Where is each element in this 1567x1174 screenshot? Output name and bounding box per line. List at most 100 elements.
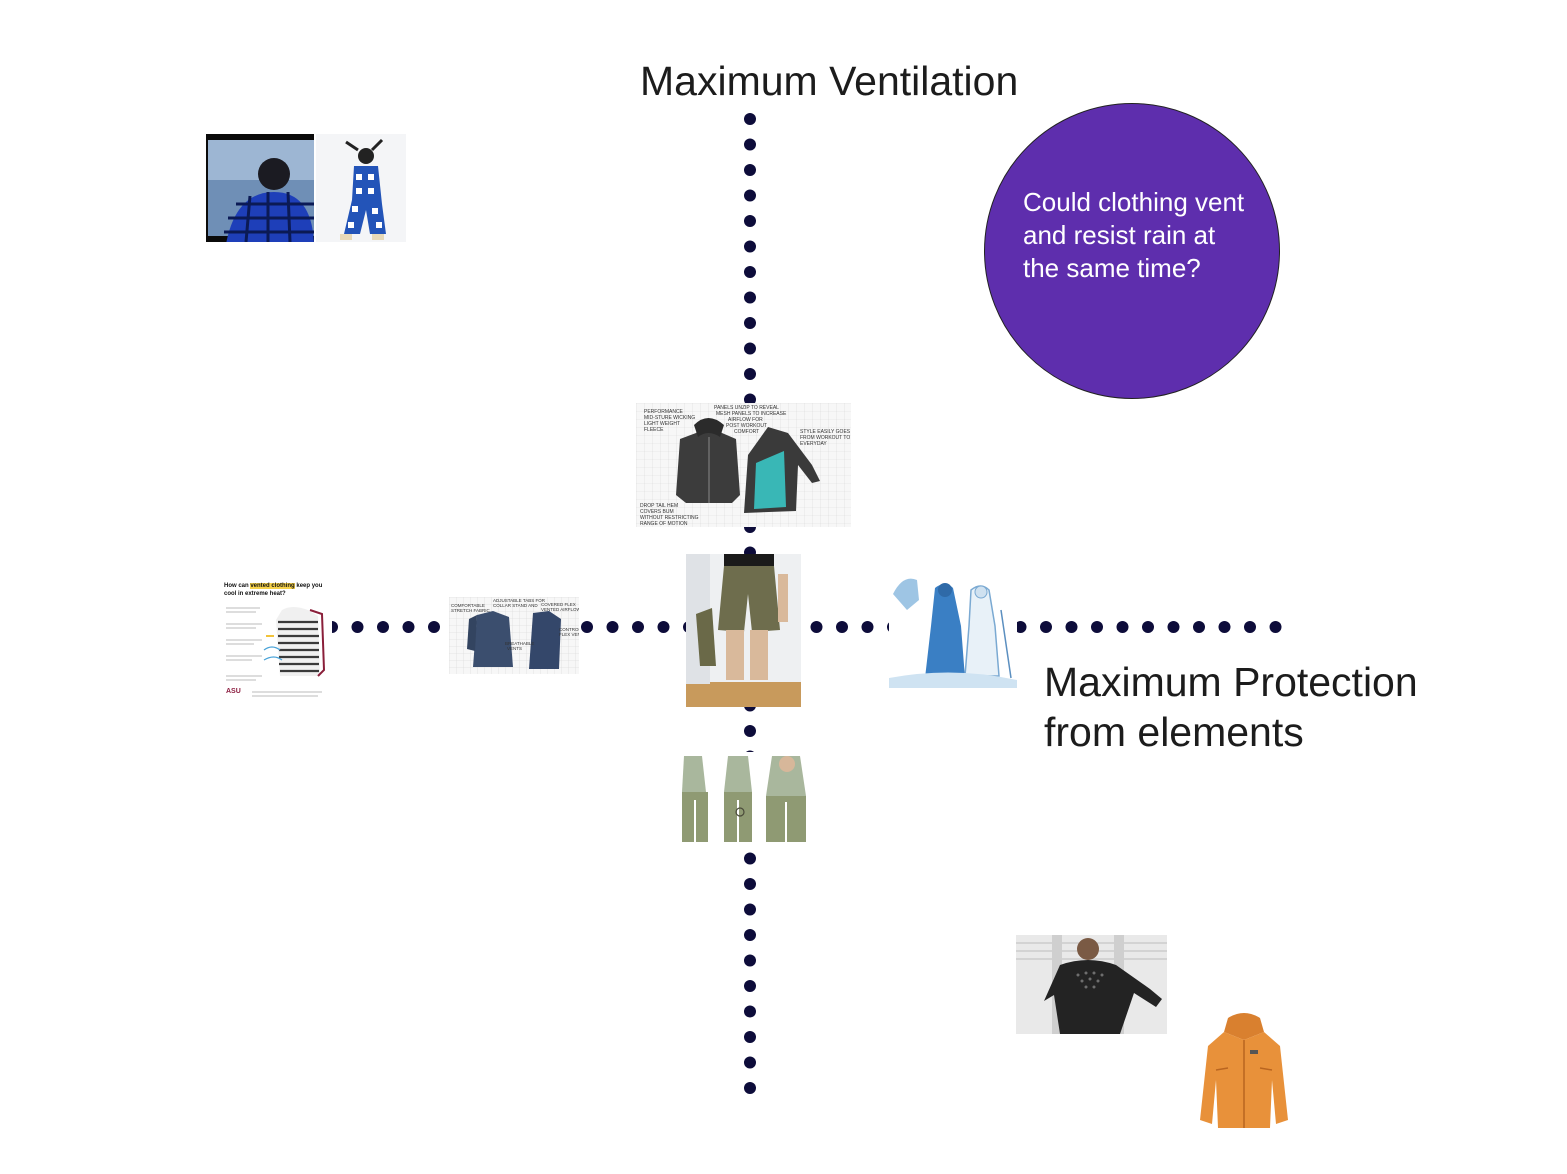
svg-text:WITHOUT RESTRICTING: WITHOUT RESTRICTING [640, 515, 699, 521]
vertical-axis-dot [744, 266, 756, 278]
svg-text:FROM WORKOUT TO: FROM WORKOUT TO [800, 435, 850, 441]
horizontal-axis-dot [402, 621, 415, 633]
infographic-figure [226, 607, 326, 697]
svg-text:FLEX VENTS: FLEX VENTS [559, 632, 579, 637]
infographic-logo: ASU [226, 688, 241, 695]
orange-rain-jacket-photo [1198, 1010, 1290, 1133]
horizontal-axis-label: Maximum Protection from elements [1044, 657, 1418, 757]
horizontal-axis-dot [1091, 621, 1103, 633]
vertical-axis-dot [744, 1056, 756, 1069]
vented-wetsuit-back-photo [1016, 935, 1167, 1034]
horizontal-axis-dot [1116, 621, 1129, 633]
svg-text:COLLAR STAND AND: COLLAR STAND AND [493, 603, 538, 608]
horizontal-axis-dot [1065, 621, 1078, 633]
bedouin-robes-illustration [889, 570, 1017, 688]
vertical-axis-dot [744, 393, 756, 406]
horizontal-axis-label-line1: Maximum Protection [1044, 659, 1418, 705]
horizontal-axis-dot [1193, 621, 1205, 633]
vertical-axis-dot [744, 878, 756, 890]
callout-text: Could clothing vent and resist rain at t… [1023, 187, 1245, 283]
vertical-axis-dot [744, 725, 756, 737]
infographic-title-post: keep you cool in extreme heat? [224, 583, 323, 597]
svg-text:COMFORTABLE: COMFORTABLE [451, 603, 485, 608]
svg-text:EVERYDAY: EVERYDAY [800, 441, 827, 447]
vertical-axis-dot [744, 291, 756, 304]
infographic-title-highlight: vented clothing [250, 583, 295, 589]
vertical-axis-dot [744, 215, 756, 227]
horizontal-axis-dot [1167, 621, 1180, 633]
vertical-axis-dot [744, 954, 756, 967]
vertical-axis-dot [744, 138, 756, 151]
horizontal-axis-dot [1040, 621, 1052, 633]
vertical-axis-dot [744, 189, 756, 202]
svg-text:COVERS BUM: COVERS BUM [640, 509, 674, 515]
horizontal-axis-dot [1244, 621, 1256, 633]
khaki-outfit-three-views-photo [676, 752, 816, 843]
horizontal-axis-dot [861, 621, 874, 633]
vertical-axis-dot [744, 1082, 756, 1094]
horizontal-axis-dot [1269, 621, 1282, 633]
vertical-axis-dot [744, 164, 756, 176]
vertical-axis-dot [744, 113, 756, 125]
vertical-axis-dot [744, 368, 756, 380]
vertical-axis-dot [744, 342, 756, 355]
wetsuit-illustration [1016, 935, 1167, 1034]
vertical-axis-dot [744, 980, 756, 992]
vertical-axis-dot [744, 852, 756, 865]
svg-text:MESH PANELS TO INCREASE: MESH PANELS TO INCREASE [716, 411, 787, 417]
svg-text:POST WORKOUT: POST WORKOUT [726, 423, 767, 429]
horizontal-axis-dot [657, 621, 670, 633]
svg-text:VENTED AIRFLOW: VENTED AIRFLOW [541, 607, 579, 612]
svg-text:RANGE OF MOTION: RANGE OF MOTION [640, 521, 688, 527]
horizontal-axis-dot [1142, 621, 1154, 633]
horizontal-axis-dot [581, 621, 593, 633]
vertical-axis-dot [744, 240, 756, 253]
horizontal-axis-dot [428, 621, 440, 633]
svg-text:COVERED FLEX: COVERED FLEX [541, 602, 576, 607]
svg-text:BREATHABLE: BREATHABLE [505, 641, 534, 646]
svg-text:COMFORT: COMFORT [734, 429, 759, 435]
horizontal-axis-dot [377, 621, 389, 633]
svg-text:STRETCH FABRIC: STRETCH FABRIC [451, 608, 491, 613]
vertical-axis-dot [744, 317, 756, 329]
rain-jacket-illustration [1198, 1010, 1290, 1133]
vertical-axis-dot [744, 929, 756, 941]
svg-text:STYLE EASILY GOES: STYLE EASILY GOES [800, 429, 851, 435]
svg-text:LIGHT WEIGHT: LIGHT WEIGHT [644, 421, 680, 427]
svg-text:ADJUSTABLE TABS FOR: ADJUSTABLE TABS FOR [493, 598, 546, 603]
svg-text:FLEECE: FLEECE [644, 427, 664, 433]
horizontal-axis-dot [836, 621, 848, 633]
infographic-title: How can vented clothing keep you cool in… [224, 582, 328, 598]
khaki-outfit-illustration [676, 752, 816, 843]
svg-text:MID-STURE WICKING: MID-STURE WICKING [644, 415, 695, 421]
svg-text:DROP TAIL HEM: DROP TAIL HEM [640, 503, 678, 509]
vertical-axis-dot [744, 1005, 756, 1018]
vertical-axis-dot [744, 903, 756, 916]
svg-text:AIRFLOW FOR: AIRFLOW FOR [728, 417, 763, 423]
vertical-axis-label: Maximum Ventilation [640, 58, 1019, 104]
question-callout[interactable]: Could clothing vent and resist rain at t… [984, 103, 1280, 399]
horizontal-axis-dot [606, 621, 619, 633]
svg-text:CONTROLLED: CONTROLLED [559, 627, 579, 632]
svg-text:VENTS: VENTS [507, 646, 522, 651]
convertible-pants-illustration [686, 554, 801, 707]
blue-grid-garment-illustration [206, 134, 406, 242]
convertible-pants-photo [686, 554, 801, 707]
horizontal-axis-dot [1014, 621, 1027, 633]
horizontal-axis-dot [632, 621, 644, 633]
svg-text:PANELS UNZIP TO REVEAL: PANELS UNZIP TO REVEAL [714, 405, 779, 411]
blue-grid-garment-photo [206, 134, 406, 242]
horizontal-axis-dot [351, 621, 364, 633]
horizontal-axis-label-line2: from elements [1044, 709, 1304, 755]
robes-illustration [889, 570, 1017, 688]
infographic-title-pre: How can [224, 583, 251, 589]
vertical-axis-dot [744, 1031, 756, 1043]
horizontal-axis-dot [810, 621, 823, 633]
vented-clothing-infographic: How can vented clothing keep you cool in… [222, 580, 332, 702]
svg-text:PERFORMANCE: PERFORMANCE [644, 409, 684, 415]
horizontal-axis-dot [1218, 621, 1231, 633]
